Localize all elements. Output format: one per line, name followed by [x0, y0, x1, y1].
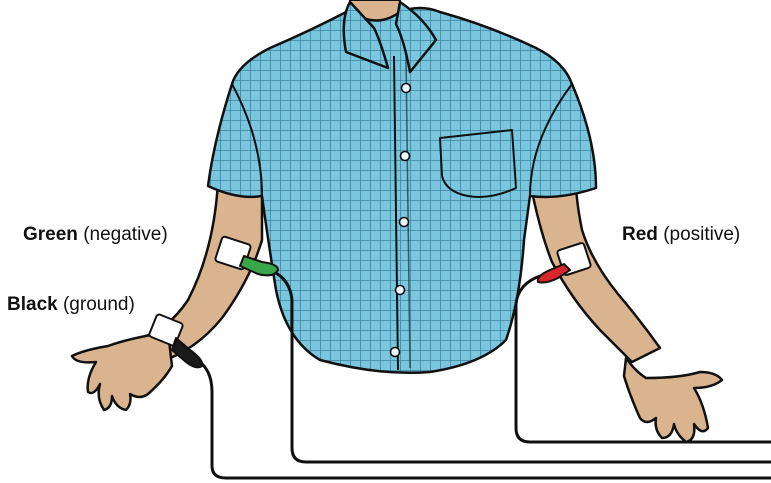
red-label-role: (positive) — [663, 224, 740, 245]
right-hand — [624, 358, 722, 442]
red-label-name: Red — [622, 224, 658, 245]
black-label-role: (ground) — [63, 294, 135, 315]
green-negative-label: Green (negative) — [23, 225, 168, 244]
left-hand — [72, 332, 172, 410]
black-ground-label: Black (ground) — [7, 295, 135, 314]
red-positive-label: Red (positive) — [622, 225, 740, 244]
shirt-pocket — [440, 130, 516, 197]
black-label-name: Black — [7, 294, 58, 315]
shirt — [208, 8, 596, 373]
green-label-name: Green — [23, 224, 78, 245]
green-label-role: (negative) — [83, 224, 168, 245]
